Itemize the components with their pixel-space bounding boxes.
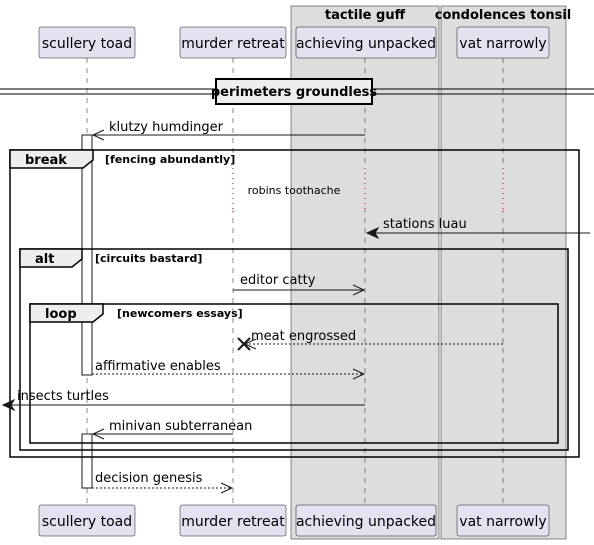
- participant-label-achieving-unpacked-top: achieving unpacked: [296, 36, 436, 52]
- destroy-x-icon-stroke: [237, 337, 251, 351]
- frame-loop-guard: [newcomers essays]: [117, 307, 243, 320]
- participant-label-murder-retreat-bottom: murder retreat: [181, 514, 285, 530]
- frame-loop: [29, 303, 559, 444]
- frame-alt-label: alt: [35, 252, 54, 267]
- participant-head-murder-retreat: [179, 26, 287, 59]
- frame-break-guard: [fencing abundantly]: [105, 153, 235, 166]
- arrow-head-open-icon: [352, 284, 366, 296]
- message-text-minivan-subterranean: minivan subterranean: [109, 419, 252, 434]
- message-text-insects-turtles: insects turtles: [17, 389, 109, 404]
- frame-alt: [19, 248, 569, 451]
- participant-foot-vat-narrowly: [456, 504, 550, 537]
- participant-label-murder-retreat-top: murder retreat: [181, 36, 285, 52]
- participant-head-achieving-unpacked: [295, 26, 437, 59]
- participant-foot-murder-retreat: [179, 504, 287, 537]
- frame-alt-tab: [19, 248, 83, 268]
- message-text-stations-luau: stations luau: [383, 217, 467, 232]
- arrow-head-open-icon: [352, 368, 366, 380]
- participant-label-vat-narrowly-top: vat narrowly: [459, 36, 546, 52]
- message-text-affirmative-enables: affirmative enables: [95, 359, 221, 374]
- participant-head-scullery-toad: [38, 26, 136, 59]
- frame-break: [9, 149, 580, 458]
- arrow-head-filled-icon: [1, 398, 16, 412]
- participant-head-vat-narrowly: [456, 26, 550, 59]
- delay-text: robins toothache: [248, 184, 341, 197]
- message-text-editor-catty: editor catty: [240, 273, 316, 288]
- participant-foot-scullery-toad: [38, 504, 136, 537]
- participant-label-vat-narrowly-bottom: vat narrowly: [459, 514, 546, 530]
- arrow-head-open-icon: [91, 129, 105, 141]
- divider-box: [215, 78, 373, 105]
- participant-label-scullery-toad-bottom: scullery toad: [42, 514, 132, 530]
- group-title-tactile-guff: tactile guff: [325, 8, 406, 23]
- activation-scullery-toad-2: [81, 433, 93, 489]
- arrow-head-filled-icon: [365, 226, 380, 240]
- message-text-meat-engrossed: meat engrossed: [251, 329, 356, 344]
- frame-loop-tab: [29, 303, 104, 323]
- activation-scullery-toad-1: [81, 134, 93, 376]
- participant-foot-achieving-unpacked: [295, 504, 437, 537]
- message-text-klutzy-humdinger: klutzy humdinger: [109, 120, 224, 135]
- participant-label-scullery-toad-top: scullery toad: [42, 36, 132, 52]
- message-text-decision-genesis: decision genesis: [95, 471, 203, 486]
- frame-alt-guard: [circuits bastard]: [95, 252, 202, 265]
- arrow-head-open-icon: [91, 428, 105, 440]
- divider-label: perimeters groundless: [211, 85, 378, 100]
- arrow-head-open-icon: [220, 482, 234, 494]
- frame-break-label: break: [25, 153, 67, 168]
- frame-loop-label: loop: [45, 307, 77, 322]
- group-title-condolences-tonsil: condolences tonsil: [435, 8, 572, 23]
- group-box-condolences-tonsil: [440, 5, 567, 540]
- frame-break-tab: [9, 149, 94, 169]
- participant-label-achieving-unpacked-bottom: achieving unpacked: [296, 514, 436, 530]
